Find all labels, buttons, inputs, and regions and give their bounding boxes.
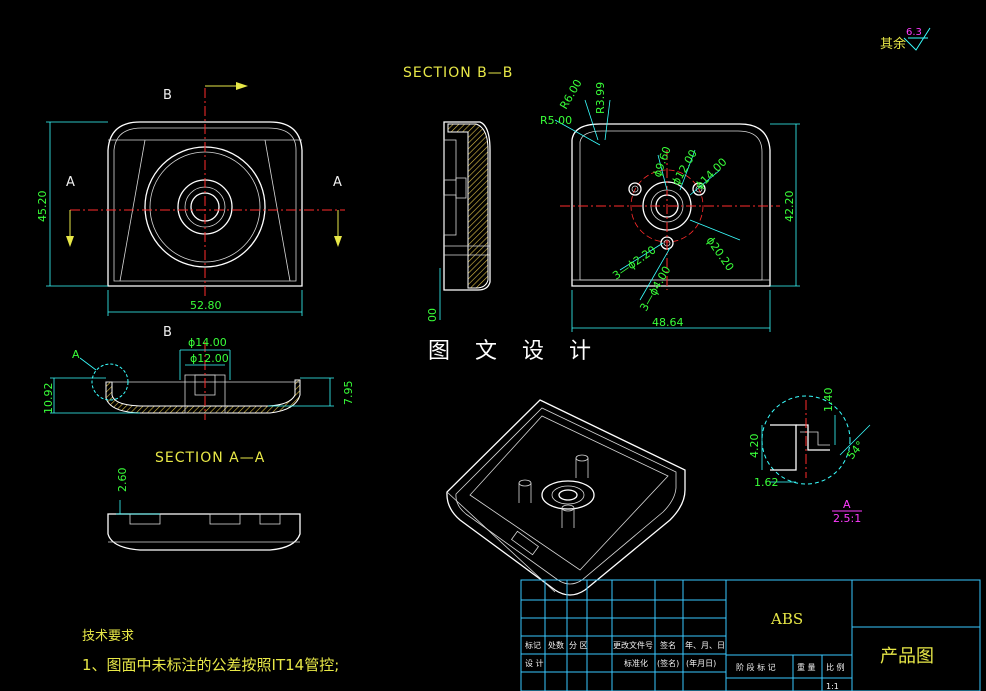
detail-a-1-40-dim: 1.40 bbox=[822, 388, 835, 413]
side-view-2-60-dim: 2.60 bbox=[116, 468, 129, 493]
detail-a-4-20-dim: 4.20 bbox=[748, 434, 761, 459]
diameter-9-6-dim: ϕ9.60 bbox=[651, 145, 674, 179]
section-b-label-bottom: B bbox=[163, 325, 172, 340]
back-view: R6.00 R3.99 R5.00 ϕ9.60 ϕ12.00 ϕ14.00 ϕ2… bbox=[540, 77, 800, 332]
technical-notes: 技术要求 1、图面中未标注的公差按照IT14管控; bbox=[82, 629, 339, 674]
detail-a-scale: 2.5:1 bbox=[833, 512, 861, 525]
diameter-14-dim: ϕ14.00 bbox=[693, 156, 730, 193]
section-aa-right-height-dim: 7.95 bbox=[342, 381, 355, 406]
section-a-label-left: A bbox=[66, 175, 75, 190]
section-b-label-top: B bbox=[163, 88, 172, 103]
tb-weight-header: 重 量 bbox=[797, 662, 816, 672]
side-view: 2.60 bbox=[107, 468, 301, 551]
section-aa-title: SECTION A—A bbox=[155, 450, 265, 466]
tb-r2-c6: (年月日) bbox=[686, 658, 716, 668]
detail-a-label: A bbox=[843, 498, 851, 511]
tb-stage-header: 阶 段 标 记 bbox=[736, 662, 776, 672]
watermark-text: 图 文 设 计 bbox=[428, 339, 600, 364]
top-view: B B A A 45.20 52.80 bbox=[36, 82, 345, 340]
tb-scale-value: 1:1 bbox=[826, 682, 839, 691]
detail-a-reference: A bbox=[72, 348, 80, 361]
roughness-symbol: 其余 6.3 bbox=[880, 27, 931, 52]
tb-r1-c4: 更改文件号 bbox=[613, 640, 653, 650]
holes-4-dim: 3—ϕ4.00 bbox=[637, 264, 673, 314]
top-view-height-dim: 45.20 bbox=[36, 191, 49, 223]
roughness-label: 其余 bbox=[880, 36, 906, 52]
detail-a-angle-dim: 54° bbox=[844, 439, 866, 462]
radius-6-dim: R6.00 bbox=[557, 77, 584, 111]
roughness-value: 6.3 bbox=[906, 27, 922, 38]
tb-r2-c5: (签名) bbox=[657, 658, 679, 668]
tb-scale-header: 比 例 bbox=[826, 662, 845, 672]
diameter-20-2-dim: ϕ20.20 bbox=[704, 234, 737, 273]
radius-5-dim: R5.00 bbox=[540, 114, 572, 127]
tb-product: 产品图 bbox=[880, 646, 934, 667]
tb-r1-c3: 分 区 bbox=[569, 641, 588, 650]
back-view-height-dim: 42.20 bbox=[783, 191, 796, 223]
section-aa-view: ϕ14.00 ϕ12.00 10.92 7.95 A SECTION A—A bbox=[42, 336, 355, 466]
radius-3-99-dim: R3.99 bbox=[594, 82, 607, 114]
tb-r1-c2: 处数 bbox=[548, 640, 564, 650]
section-aa-d12-dim: ϕ12.00 bbox=[190, 352, 229, 365]
section-bb-00-dim: 00 bbox=[426, 308, 439, 322]
isometric-view bbox=[446, 399, 686, 596]
tb-r2-c4: 标准化 bbox=[624, 658, 648, 668]
tb-r2-c1: 设 计 bbox=[525, 658, 544, 668]
tb-r1-c1: 标记 bbox=[525, 640, 541, 650]
top-view-width-dim: 52.80 bbox=[190, 299, 222, 312]
detail-a-view: 1.40 4.20 1.62 54° A 2.5:1 bbox=[748, 388, 871, 525]
tb-material: ABS bbox=[770, 610, 803, 628]
section-a-label-right: A bbox=[333, 175, 342, 190]
notes-heading: 技术要求 bbox=[82, 629, 134, 644]
section-aa-d14-dim: ϕ14.00 bbox=[188, 336, 227, 349]
tb-r1-c6: 年、月、日 bbox=[685, 640, 725, 650]
holes-2-2-dim: 3—ϕ2.20 bbox=[610, 243, 658, 282]
tb-r1-c5: 签名 bbox=[660, 640, 676, 650]
back-view-width-dim: 48.64 bbox=[652, 316, 684, 329]
section-aa-left-height-dim: 10.92 bbox=[42, 383, 55, 415]
section-bb-title: SECTION B—B bbox=[403, 65, 513, 81]
notes-line-1: 1、图面中未标注的公差按照IT14管控; bbox=[82, 656, 339, 674]
title-block: 标记 处数 分 区 更改文件号 签名 年、月、日 设 计 标准化 (签名) (年… bbox=[520, 579, 981, 691]
detail-a-1-62-dim: 1.62 bbox=[754, 476, 779, 489]
section-bb-view: SECTION B—B 00 bbox=[403, 65, 513, 322]
